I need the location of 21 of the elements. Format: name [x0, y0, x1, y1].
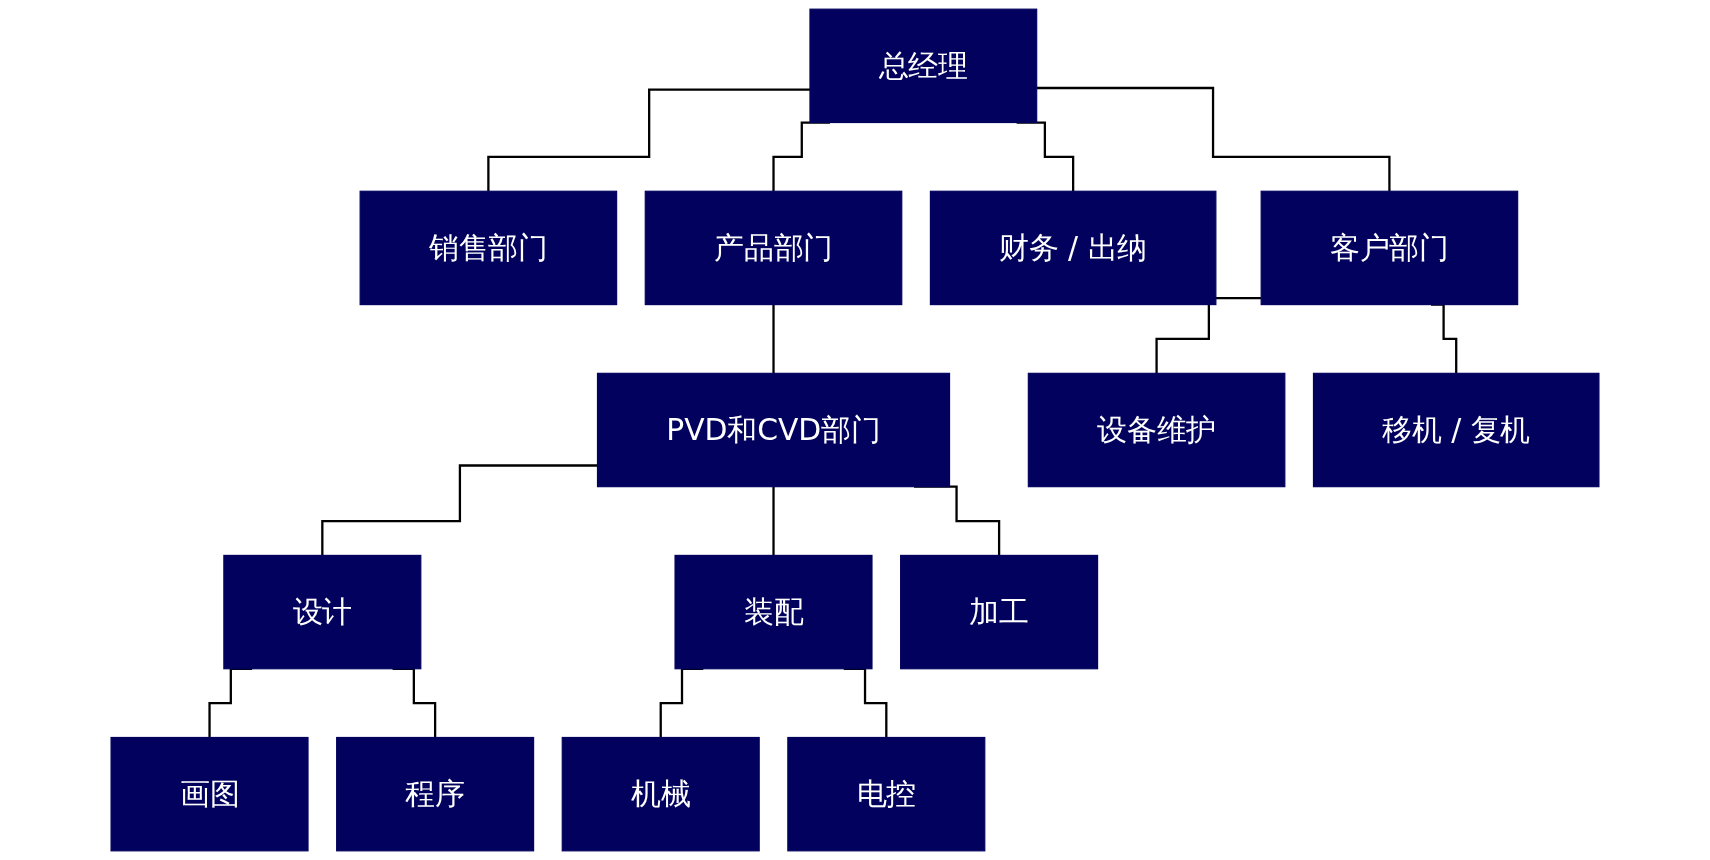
node-box: 加工: [900, 554, 1099, 670]
node-box: PVD和CVD部门: [596, 372, 951, 488]
node-box: 电控: [787, 736, 986, 852]
node-box: 设备维护: [1027, 372, 1286, 488]
node-box: 销售部门: [359, 190, 618, 306]
node-box: 装配: [674, 554, 873, 670]
node-box: 客户部门: [1260, 190, 1519, 306]
node-box: 画图: [110, 736, 309, 852]
node-box: 机械: [561, 736, 760, 852]
connector: [772, 303, 775, 375]
connector: [1036, 86, 1391, 193]
node-box: 产品部门: [644, 190, 903, 306]
connector: [772, 485, 775, 557]
node-box: 总经理: [809, 8, 1038, 124]
node-box: 设计: [223, 554, 422, 670]
node-box: 财务 / 出纳: [929, 190, 1217, 306]
node-box: 移机 / 复机: [1312, 372, 1600, 488]
connector: [1155, 296, 1262, 375]
node-box: 程序: [336, 736, 535, 852]
connector: [321, 464, 598, 557]
connector: [487, 88, 810, 193]
